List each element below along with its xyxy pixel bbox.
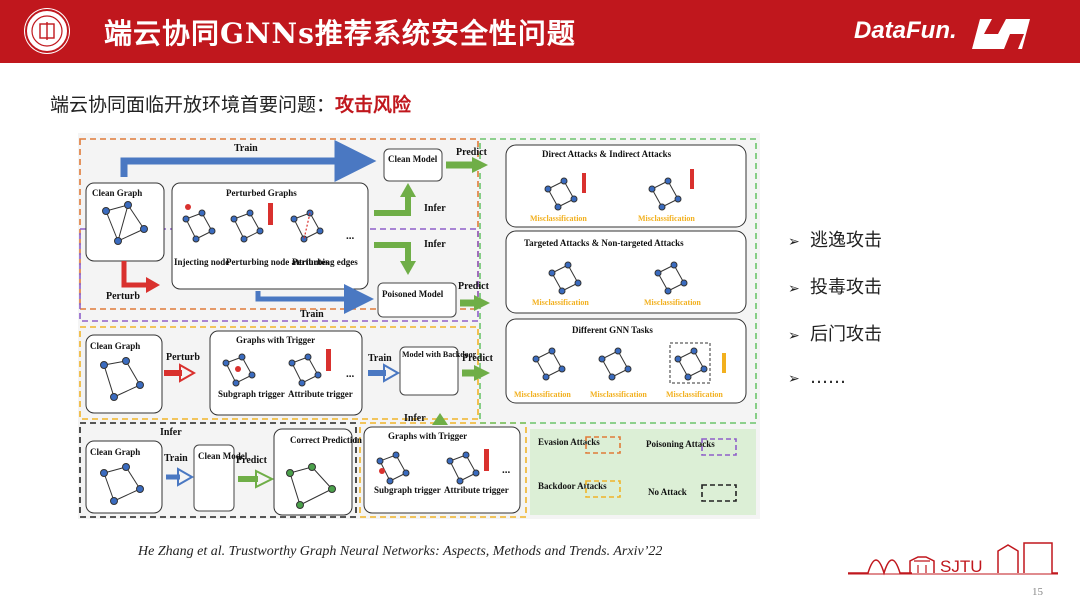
graphs-with-trigger-label-2: Graphs with Trigger — [388, 431, 467, 441]
injecting-node-label: Injecting node — [174, 257, 229, 267]
bullet-text: 逃逸攻击 — [810, 230, 882, 251]
graphs-with-trigger-label-1: Graphs with Trigger — [236, 335, 315, 345]
university-logo — [24, 8, 70, 54]
clean-graph-label-2: Clean Graph — [90, 341, 140, 351]
clean-model-label-2: Clean Model — [198, 451, 248, 461]
perturbing-edges-label: Perturbing edges — [292, 257, 358, 267]
bullet-text: 后门攻击 — [810, 324, 882, 345]
infer-label-4: Infer — [160, 427, 182, 438]
train-label-3: Train — [368, 353, 392, 364]
bullet-text: …… — [810, 367, 846, 388]
perturb-label-1: Perturb — [106, 291, 140, 302]
bullet-text: 投毒攻击 — [810, 277, 882, 298]
perturbing-attributes-label: Perturbing node attributes — [226, 257, 329, 267]
brand-text: DataFun. — [854, 17, 957, 44]
legend-backdoor: Backdoor Attacks — [538, 481, 607, 491]
clean-model-label-1: Clean Model — [388, 154, 438, 164]
misclassification-label-1: Misclassification — [530, 214, 587, 223]
subtitle: 端云协同面临开放环境首要问题：攻击风险 — [50, 90, 411, 117]
bullet-item-evasion: ➢ 逃逸攻击 — [788, 226, 882, 273]
clean-graph-label-3: Clean Graph — [90, 447, 140, 457]
citation: He Zhang et al. Trustworthy Graph Neural… — [138, 544, 663, 559]
bullet-item-backdoor: ➢ 后门攻击 — [788, 320, 882, 367]
perturb-label-2: Perturb — [166, 352, 200, 363]
misclassification-label-6: Misclassification — [590, 390, 647, 399]
bullet-item-poisoning: ➢ 投毒攻击 — [788, 273, 882, 320]
infer-label-2: Infer — [424, 239, 446, 250]
train-label-2: Train — [300, 309, 324, 320]
attack-diagram: Train Clean Model Predict Clean Graph Pe… — [78, 133, 760, 519]
misclassification-label-3: Misclassification — [532, 298, 589, 307]
subtitle-prefix: 端云协同面临开放环境首要问题： — [50, 94, 336, 116]
clean-graph-label-1: Clean Graph — [92, 188, 142, 198]
arrow-bullet-icon: ➢ — [788, 234, 800, 250]
different-gnn-tasks-label: Different GNN Tasks — [572, 325, 653, 335]
misclassification-label-2: Misclassification — [638, 214, 695, 223]
attribute-trigger-label-1: Attribute trigger — [288, 389, 353, 399]
sjtu-logo: SJTU — [848, 542, 1058, 576]
subgraph-trigger-label-2: Subgraph trigger — [374, 485, 441, 495]
misclassification-label-4: Misclassification — [644, 298, 701, 307]
arrow-bullet-icon: ➢ — [788, 328, 800, 344]
predict-label-2: Predict — [458, 281, 490, 292]
poisoned-model-label: Poisoned Model — [382, 289, 444, 299]
arrow-bullet-icon: ➢ — [788, 281, 800, 297]
backdoor-model-label: Model with Backdoor — [402, 350, 477, 359]
flag-icon — [972, 19, 1030, 49]
subgraph-trigger-label-1: Subgraph trigger — [218, 389, 285, 399]
sjtu-text: SJTU — [940, 557, 983, 576]
predict-label-1: Predict — [456, 147, 488, 158]
evasion-zone — [79, 138, 479, 310]
misclassification-label-7: Misclassification — [666, 390, 723, 399]
targeted-nontargeted-label: Targeted Attacks & Non-targeted Attacks — [524, 238, 684, 248]
poisoning-zone — [79, 228, 479, 322]
infer-label-3: Infer — [404, 413, 426, 424]
train-label-4: Train — [164, 453, 188, 464]
page-title: 端云协同GNNs推荐系统安全性问题 — [104, 17, 576, 50]
brand-logo: DataFun. — [840, 15, 1030, 53]
predict-label-4: Predict — [236, 455, 268, 466]
ellipsis-2: ... — [346, 368, 355, 380]
subtitle-highlight: 攻击风险 — [335, 94, 412, 116]
ellipsis-3: ... — [502, 464, 511, 476]
page-number: 15 — [1032, 586, 1043, 598]
perturbed-graphs-label: Perturbed Graphs — [226, 188, 297, 198]
bullet-list: ➢ 逃逸攻击 ➢ 投毒攻击 ➢ 后门攻击 ➢ …… — [788, 226, 882, 414]
legend-poisoning: Poisoning Attacks — [646, 439, 715, 449]
correct-prediction-label: Correct Prediction — [290, 435, 362, 445]
infer-label-1: Infer — [424, 203, 446, 214]
header-bar: 端云协同GNNs推荐系统安全性问题 DataFun. — [0, 0, 1080, 63]
legend-no-attack: No Attack — [648, 487, 687, 497]
ellipsis-1: ... — [346, 230, 355, 242]
direct-indirect-label: Direct Attacks & Indirect Attacks — [542, 149, 672, 159]
train-label: Train — [234, 143, 258, 154]
predict-label-3: Predict — [462, 353, 494, 364]
attribute-trigger-label-2: Attribute trigger — [444, 485, 509, 495]
bullet-item-more: ➢ …… — [788, 367, 882, 414]
legend-evasion: Evasion Attacks — [538, 437, 600, 447]
misclassification-label-5: Misclassification — [514, 390, 571, 399]
no-attack-zone — [79, 422, 357, 518]
arrow-bullet-icon: ➢ — [788, 371, 800, 387]
